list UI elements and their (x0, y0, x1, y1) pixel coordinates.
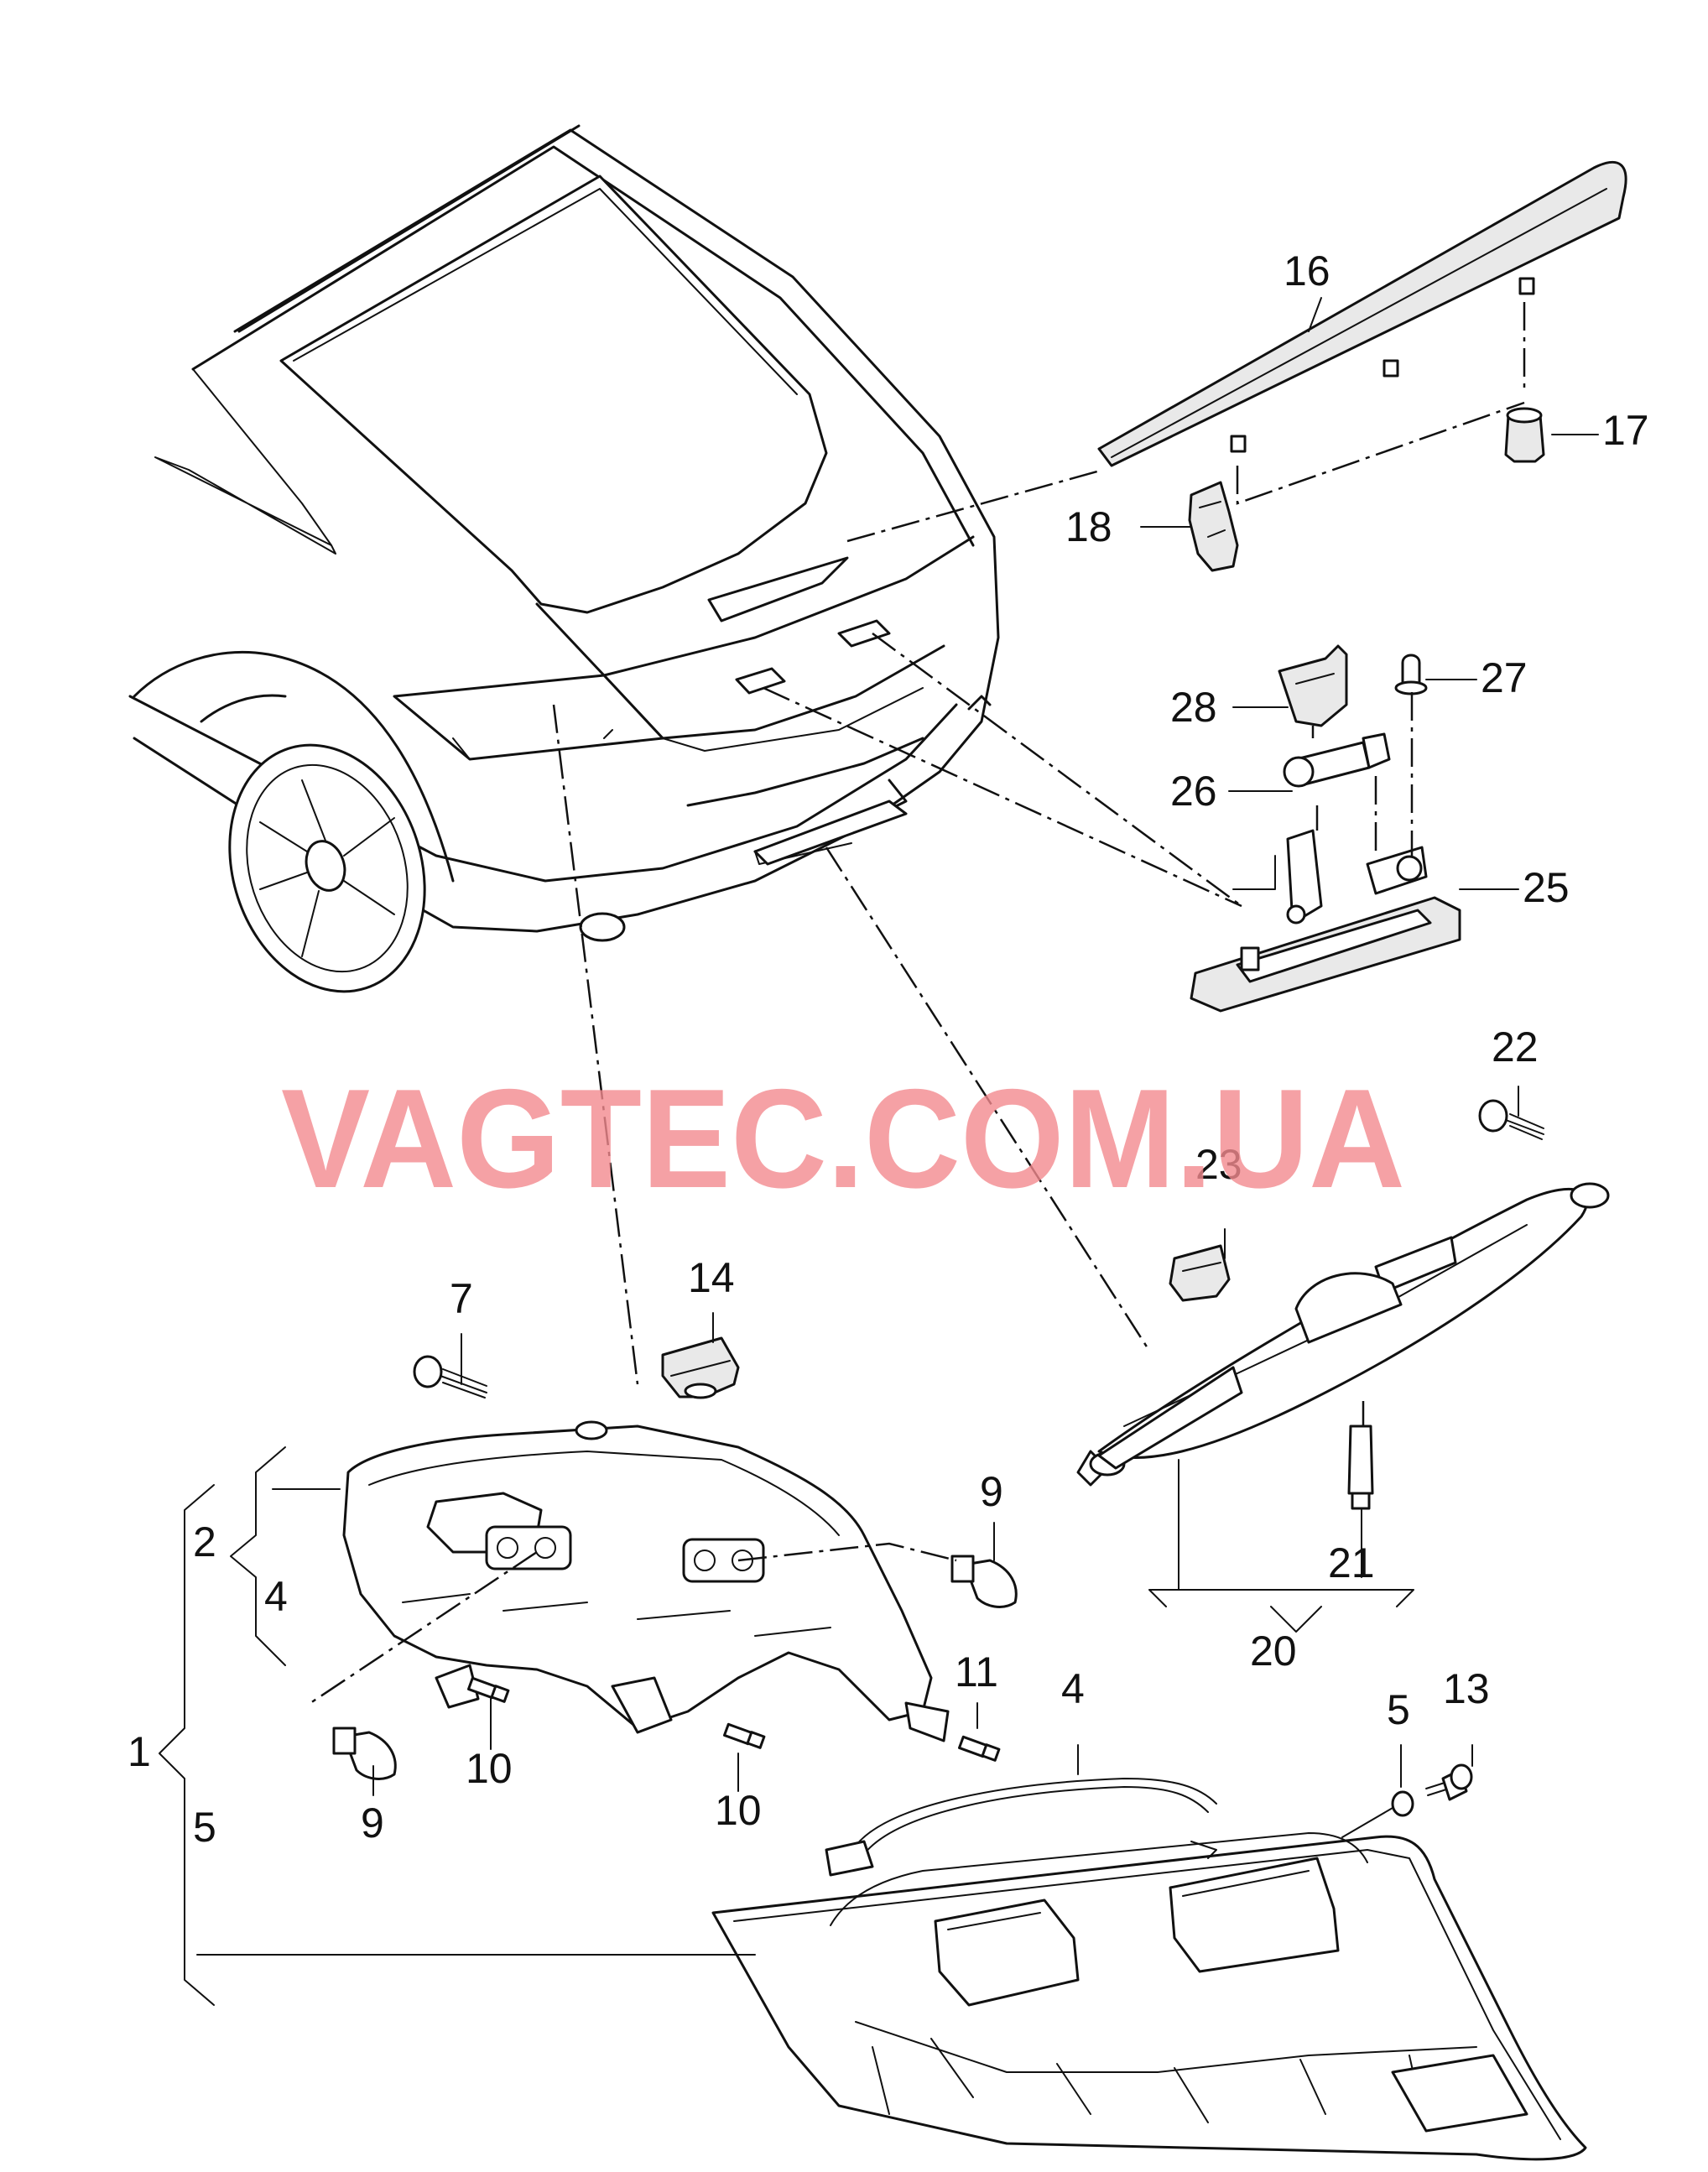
callout-21: 21 (1328, 1539, 1375, 1586)
bulb-9-left (332, 1727, 397, 1780)
watermark: VAGTEC.COM.UA (281, 1060, 1405, 1217)
callout-2: 2 (193, 1518, 216, 1565)
license-plate-lamp (1190, 829, 1461, 1013)
bulb-9-right (950, 1555, 1018, 1608)
callout-7: 7 (450, 1275, 473, 1322)
bulb-21 (1347, 1425, 1374, 1510)
clip-17 (1504, 407, 1545, 463)
leader-lines (159, 297, 1599, 2006)
rear-spoiler (1097, 160, 1627, 467)
callout-5-left: 5 (193, 1804, 216, 1851)
callout-22: 22 (1492, 1023, 1539, 1070)
callout-13: 13 (1443, 1665, 1490, 1712)
washer-5 (1391, 1790, 1414, 1817)
clip-27 (1394, 654, 1428, 695)
callout-5-right: 5 (1387, 1686, 1410, 1733)
gasket-4 (855, 1778, 1217, 1855)
callout-10-right: 10 (715, 1787, 762, 1834)
connector-23 (1169, 1244, 1231, 1302)
callout-4-upper: 4 (264, 1573, 288, 1620)
callout-labels: 16 17 18 27 28 26 25 22 23 21 20 14 7 9 … (128, 247, 1649, 1851)
callout-28: 28 (1170, 684, 1217, 731)
screw-13 (1425, 1763, 1473, 1801)
callout-26: 26 (1170, 768, 1217, 815)
callout-25: 25 (1523, 864, 1570, 911)
callout-20: 20 (1250, 1628, 1297, 1675)
callout-1: 1 (128, 1728, 151, 1775)
bulb-11 (958, 1735, 1001, 1762)
holder-28 (1278, 644, 1348, 727)
bulb-10-right (723, 1722, 766, 1749)
callout-11: 11 (955, 1649, 998, 1695)
socket-14 (661, 1336, 740, 1399)
callout-27: 27 (1481, 654, 1528, 701)
callout-9-left: 9 (361, 1800, 384, 1846)
callout-10-left: 10 (466, 1745, 513, 1792)
screw-22 (1478, 1099, 1544, 1140)
bulb-26 (1283, 732, 1391, 788)
bulb-carrier (342, 1420, 950, 1742)
callout-14: 14 (688, 1254, 735, 1301)
callout-16: 16 (1284, 247, 1330, 294)
assembly-lines (310, 302, 1526, 1705)
tail-lamp (711, 1832, 1587, 2161)
callout-9-right: 9 (980, 1468, 1003, 1515)
third-brake-light (1076, 1182, 1610, 1487)
callout-18: 18 (1065, 503, 1112, 550)
bracket-18 (1188, 481, 1239, 572)
bulb-10-left (467, 1676, 510, 1703)
screw-7 (413, 1355, 487, 1399)
callout-4-lower: 4 (1061, 1665, 1085, 1712)
callout-17: 17 (1602, 407, 1649, 454)
car-rear-body (128, 124, 1000, 993)
callout-23: 23 (1195, 1141, 1242, 1188)
